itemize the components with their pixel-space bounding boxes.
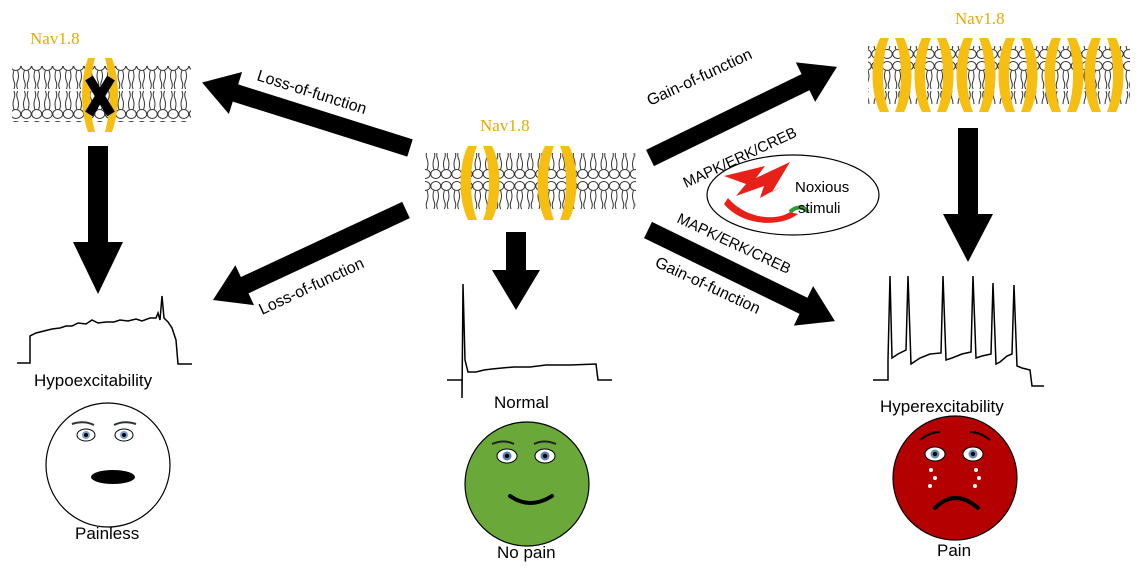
trace-hyperexcitability: [873, 275, 1044, 387]
nav18-channels: [82, 38, 1124, 220]
lightning-icon: [724, 162, 790, 198]
nav18-channel: [460, 146, 500, 220]
arrows: [73, 62, 993, 326]
trace-hypoexcitability: [17, 295, 192, 365]
normal-label: Normal: [494, 393, 549, 412]
membrane-center: [425, 153, 636, 211]
nav18-channel: [914, 38, 954, 112]
arrow-gain-lower: [644, 221, 835, 326]
trace-normal: [447, 283, 612, 399]
no-pain-face-icon: [464, 421, 590, 547]
nav18-channel: [1084, 38, 1124, 112]
arrow-gain-upper: [646, 62, 837, 167]
nav18-channel: [537, 146, 577, 220]
hyperexcitability-label: Hyperexcitability: [880, 397, 1004, 416]
arrow-down-center: [492, 232, 540, 310]
stimuli-label-line1: Noxious: [795, 179, 849, 196]
pain-label: Pain: [937, 541, 971, 560]
arrow-down-left: [73, 146, 123, 294]
nav18-channel: [998, 38, 1038, 112]
nav18-label-right: Nav1.8: [955, 9, 1005, 28]
arrow-loss-upper: [202, 71, 413, 157]
nav18-label-left: Nav1.8: [30, 29, 80, 48]
tears-icon: [928, 468, 981, 488]
painless-label: Painless: [75, 524, 139, 543]
chili-pepper-icon: [724, 198, 798, 223]
nav18-channel: [872, 38, 912, 112]
nav18-channel-blocked: [82, 58, 118, 132]
nav18-channel: [956, 38, 996, 112]
pain-face-icon: [892, 415, 1018, 541]
noxious-stimuli-box: Noxious stimuli: [706, 154, 880, 236]
stimuli-label-line2: stimuli: [798, 200, 841, 217]
block-x-icon: [85, 75, 115, 117]
hypoexcitability-label: Hypoexcitability: [34, 371, 153, 390]
nav18-channel: [1044, 38, 1084, 112]
nav18-label-center: Nav1.8: [480, 116, 530, 135]
gain-of-function-label-upper: Gain-of-function: [645, 46, 755, 110]
traces: [17, 275, 1044, 399]
painless-face-icon: [45, 402, 171, 528]
no-pain-label: No pain: [497, 543, 556, 562]
arrow-loss-lower: [212, 201, 410, 306]
arrow-down-right: [943, 128, 993, 262]
